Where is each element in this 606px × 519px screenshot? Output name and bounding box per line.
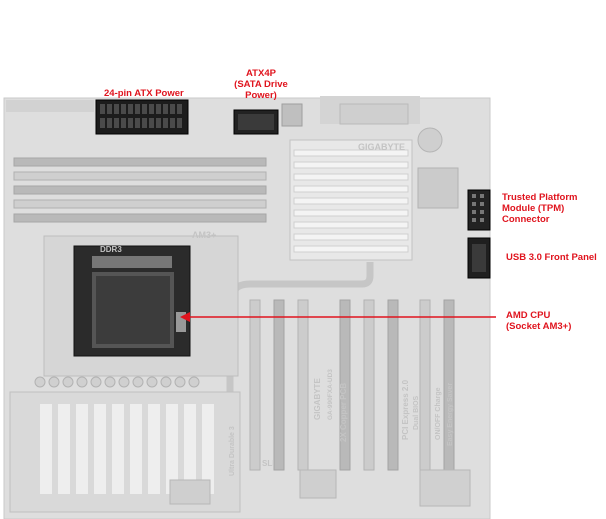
- tpm-connector: [467, 189, 491, 231]
- dimm-slots: [13, 157, 267, 223]
- silk-ddr3: DDR3: [100, 245, 122, 254]
- cpu-socket: [73, 245, 191, 357]
- silk-dual: Dual BIOS: [413, 395, 420, 430]
- cpu-pointer-arrowhead: [180, 312, 190, 322]
- chipset-heatsink: [289, 139, 413, 261]
- silk-am3: AM3+: [192, 230, 216, 240]
- silk-brand: GIGABYTE: [313, 378, 322, 420]
- callout-atx4p: ATX4P (SATA Drive Power): [234, 68, 288, 101]
- callout-tpm: Trusted Platform Module (TPM) Connector: [502, 192, 578, 225]
- silk-brand-top: GIGABYTE: [358, 142, 405, 152]
- silk-copper: 2X Copper PCB: [339, 383, 348, 442]
- silk-model: GA-990FXA-UD3: [327, 369, 334, 420]
- silk-ultra: Ultra Durable 3: [229, 426, 236, 476]
- silk-onoff: ON/OFF Charge: [435, 387, 442, 440]
- callout-usb3: USB 3.0 Front Panel: [506, 252, 597, 263]
- callout-atx24: 24-pin ATX Power: [104, 88, 184, 99]
- callout-cpu: AMD CPU (Socket AM3+): [506, 310, 572, 332]
- silk-saver: Easy Energy Saver: [447, 383, 454, 446]
- silk-pcie: PCI Express 2.0: [401, 379, 410, 440]
- atx24-connector: [95, 99, 189, 135]
- pcie-slots: [249, 299, 455, 471]
- usb3-connector: [467, 237, 491, 279]
- silk-sli: SLI: [262, 459, 274, 468]
- atx4p-connector: [233, 103, 303, 135]
